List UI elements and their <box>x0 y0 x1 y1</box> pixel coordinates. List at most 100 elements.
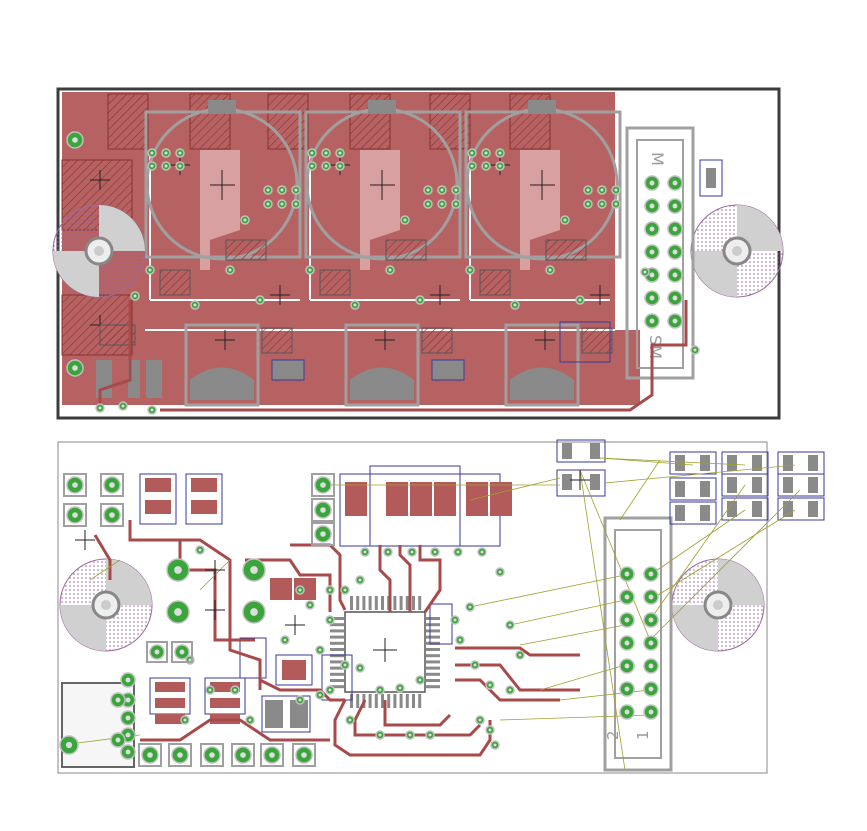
via-drill <box>453 618 457 622</box>
via-drill <box>614 202 618 206</box>
ic-pin <box>426 672 440 676</box>
bottom-connector-label-2: 2 <box>604 730 622 740</box>
via-drill <box>310 164 314 168</box>
ic-pin <box>387 694 391 708</box>
bottom-through-hole-pads <box>59 473 335 767</box>
via-drill <box>648 686 654 692</box>
bottom-crosshairs <box>75 470 590 662</box>
bottom-connector-label-1: 1 <box>634 730 652 740</box>
via-drill <box>320 507 326 513</box>
top-traces <box>98 300 688 412</box>
via-drill <box>328 588 332 592</box>
via-drill <box>269 752 275 758</box>
ic-pin <box>399 596 403 610</box>
bottom-connector: 2 1 <box>603 516 673 772</box>
ic-pin <box>330 635 344 639</box>
via-drill <box>328 688 332 692</box>
via-drill <box>508 623 512 627</box>
via-drill <box>294 202 298 206</box>
via-drill <box>378 733 382 737</box>
via-drill <box>150 164 154 168</box>
via-drill <box>563 218 567 222</box>
via-drill <box>150 408 154 412</box>
ic-pin <box>393 596 397 610</box>
via-drill <box>72 137 78 143</box>
via-drill <box>266 188 270 192</box>
via-drill <box>98 406 102 410</box>
via-drill <box>648 640 654 646</box>
ic-pin <box>426 654 440 658</box>
via-drill <box>440 188 444 192</box>
via-drill <box>458 638 462 642</box>
via-drill <box>147 752 153 758</box>
via-drill <box>488 728 492 732</box>
bottom-airwires <box>61 457 801 771</box>
via-drill <box>649 226 655 232</box>
pad-frame <box>231 743 255 767</box>
via-drill <box>125 677 131 683</box>
via-drill <box>586 188 590 192</box>
via-drill <box>624 686 630 692</box>
via-drill <box>133 294 137 298</box>
pad-frame <box>100 473 124 497</box>
via-drill <box>518 653 522 657</box>
ic-pin <box>405 596 409 610</box>
via-drill <box>484 151 488 155</box>
ic-pin <box>330 685 344 689</box>
via-drill <box>240 752 246 758</box>
via-drill <box>508 688 512 692</box>
ic-pin <box>374 596 378 610</box>
ic-pin <box>412 694 415 708</box>
via-drill <box>433 550 437 554</box>
top-silk-pads <box>190 100 574 400</box>
via-drill <box>388 268 392 272</box>
top-mounting-hole-right <box>690 204 784 298</box>
top-mounting-hole-left <box>52 204 146 298</box>
via-drill <box>643 270 647 274</box>
via-drill <box>320 482 326 488</box>
top-connector: M SM <box>625 126 723 380</box>
ic-pin <box>426 623 440 627</box>
via-drill <box>468 268 472 272</box>
ic-pin <box>426 629 440 633</box>
via-drill <box>614 188 618 192</box>
via-drill <box>324 164 328 168</box>
ic-pin <box>426 648 440 651</box>
via-drill <box>343 663 347 667</box>
ic-pin <box>426 666 440 670</box>
via-drill <box>586 202 590 206</box>
ic-pin <box>374 694 378 708</box>
via-drill <box>426 202 430 206</box>
via-drill <box>363 550 367 554</box>
via-drill <box>648 617 654 623</box>
via-drill <box>193 303 197 307</box>
via-drill <box>513 303 517 307</box>
via-drill <box>301 752 307 758</box>
via-drill <box>440 202 444 206</box>
ic-pin <box>330 672 344 676</box>
ic-pin <box>393 694 397 708</box>
via-drill <box>672 272 678 278</box>
top-connector-label-sm: SM <box>646 335 665 359</box>
via-drill <box>266 202 270 206</box>
bottom-mounting-hole-left <box>59 558 153 652</box>
via-drill <box>473 663 477 667</box>
via-drill <box>298 698 302 702</box>
via-drill <box>648 663 654 669</box>
via-drill <box>386 550 390 554</box>
via-drill <box>470 151 474 155</box>
via-drill <box>174 566 182 574</box>
ic-pin <box>426 617 440 620</box>
via-drill <box>188 658 192 662</box>
via-drill <box>648 594 654 600</box>
via-drill <box>649 295 655 301</box>
via-drill <box>178 151 182 155</box>
pad-frame <box>168 743 192 767</box>
ic-pin <box>426 679 440 682</box>
ic-pin <box>426 641 440 645</box>
via-drill <box>248 718 252 722</box>
via-drill <box>250 566 258 574</box>
bottom-board-outline <box>57 441 768 774</box>
ic-pin <box>381 694 384 708</box>
